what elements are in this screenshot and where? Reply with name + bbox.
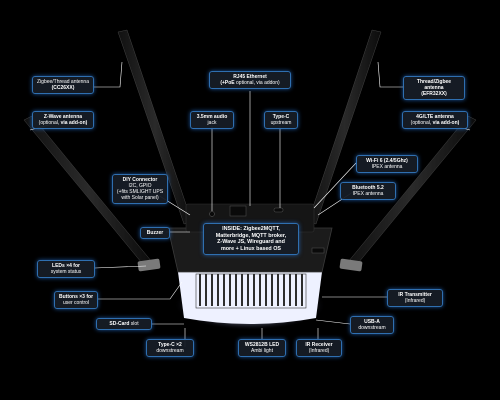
ir-transmitter-sub: (Infrared) <box>404 298 426 304</box>
ir-transmitter-title: IR Transmitter <box>398 292 432 298</box>
port-typec <box>273 207 284 213</box>
zigbee-antenna-title: Zigbee/Thread antenna <box>37 79 89 85</box>
zwave-antenna-addon: via add-on) <box>60 120 88 126</box>
zigbee-antenna-chip: (CC26XX) <box>51 85 75 91</box>
port-ethernet <box>229 205 247 217</box>
rj45-title: RJ45 Ethernet <box>233 74 267 80</box>
ir-receiver-sub: (Infrared) <box>308 348 330 354</box>
ir-receiver-callout: IR Receiver (Infrared) <box>296 339 342 357</box>
ir-transmitter-callout: IR Transmitter (Infrared) <box>387 289 443 307</box>
wifi-title: Wi-Fi 6 (2.4/5Ghz) <box>366 158 408 164</box>
rj45-callout: RJ45 Ethernet (+PoE optional, via addon) <box>209 71 291 89</box>
zigbee-antenna-callout: Zigbee/Thread antenna (CC26XX) <box>32 76 94 94</box>
connector-right <box>339 258 363 272</box>
diy-sub2: (+fits SMLIGHT UPS <box>116 189 164 195</box>
typec-downstream-sub: downstream <box>156 348 184 354</box>
typec-upstream-sub: upstream <box>270 120 292 126</box>
buttons-sub: user control <box>62 300 90 306</box>
diy-sub1: I2C, GPIO <box>128 183 152 189</box>
lte-antenna-callout: 4G/LTE antenna (optional, via add-on) <box>402 111 468 129</box>
usb-a-sub: downstream <box>358 325 386 331</box>
sd-card-sub: slot <box>129 321 139 327</box>
rj45-poe: (+PoE <box>220 80 235 86</box>
inside-line2: Matterbridge, MQTT broker, <box>215 232 287 239</box>
inside-line3: Z-Wave JS, Wireguard and <box>217 239 285 245</box>
leds-sub: system status <box>50 269 82 275</box>
bluetooth-title: Bluetooth 5.2 <box>352 185 384 191</box>
leader-lines <box>29 61 471 347</box>
typec-downstream-title: Type-C ×2 <box>158 342 182 348</box>
ws2812b-sub: Ambi light <box>251 348 273 354</box>
lte-antenna-optional: (optional, <box>410 120 433 126</box>
inside-line4: more + Linux based OS <box>220 245 282 252</box>
buttons-callout: Buttons ×3 for user control <box>54 291 98 309</box>
connector-left <box>137 258 161 272</box>
buzzer-title: Buzzer <box>146 230 164 236</box>
ambient-light-panel <box>178 272 322 324</box>
zwave-antenna-optional: (optional, <box>38 120 61 126</box>
usb-a-title: USB-A <box>364 319 380 325</box>
usb-a-callout: USB-A downstream <box>350 316 394 334</box>
bluetooth-callout: Bluetooth 5.2 IPEX antenna <box>340 182 396 200</box>
zwave-antenna-title: Z-Wave antenna <box>43 114 83 120</box>
zwave-antenna-callout: Z-Wave antenna (optional, via add-on) <box>32 111 94 129</box>
buttons-title: Buttons ×3 for <box>58 294 94 300</box>
lte-antenna-title: 4G/LTE antenna <box>416 114 454 120</box>
wifi-sub: IPEX antenna <box>371 164 403 170</box>
diy-connector-callout: DIY Connector I2C, GPIO (+fits SMLIGHT U… <box>112 174 168 204</box>
ws2812b-callout: WS2812B LED Ambi light <box>238 339 286 357</box>
port-usba <box>311 247 325 254</box>
typec-upstream-callout: Type-C upstream <box>264 111 298 129</box>
audio-jack-callout: 3.5mm audio jack <box>190 111 234 129</box>
diy-sub3: with Solar panel) <box>121 195 159 201</box>
lte-antenna-addon: via add-on) <box>432 120 460 126</box>
thread-antenna-chip: (EFR32XX) <box>421 91 447 97</box>
leds-callout: LEDs ×4 for system status <box>37 260 95 278</box>
buzzer-callout: Buzzer <box>140 227 170 239</box>
thread-antenna-title: Thread/Zigbee antenna <box>416 79 452 91</box>
leds-title: LEDs ×4 for <box>52 263 80 269</box>
audio-jack-title: 3.5mm audio <box>196 114 228 120</box>
heatsink-fins <box>199 274 303 306</box>
typec-downstream-callout: Type-C ×2 downstream <box>146 339 194 357</box>
ws2812b-title: WS2812B LED <box>244 342 280 348</box>
heatsink-block <box>195 273 307 309</box>
sd-card-callout: SD-Card slot <box>96 318 152 330</box>
antenna-thread <box>307 29 382 225</box>
inside-line1: INSIDE: Zigbee2MQTT, <box>222 226 280 232</box>
inside-software-callout: INSIDE: Zigbee2MQTT, Matterbridge, MQTT … <box>203 223 299 255</box>
rj45-poe-note: optional, via addon) <box>234 80 280 86</box>
bluetooth-sub: IPEX antenna <box>352 191 384 197</box>
thread-antenna-callout: Thread/Zigbee antenna (EFR32XX) <box>403 76 465 100</box>
diy-title: DIY Connector <box>122 177 158 183</box>
sd-card-title: SD-Card <box>109 321 130 327</box>
audio-jack-sub: jack <box>207 120 217 126</box>
ir-receiver-title: IR Receiver <box>305 342 333 348</box>
typec-upstream-title: Type-C <box>272 114 290 120</box>
wifi-callout: Wi-Fi 6 (2.4/5Ghz) IPEX antenna <box>356 155 418 173</box>
port-audio <box>209 211 215 217</box>
